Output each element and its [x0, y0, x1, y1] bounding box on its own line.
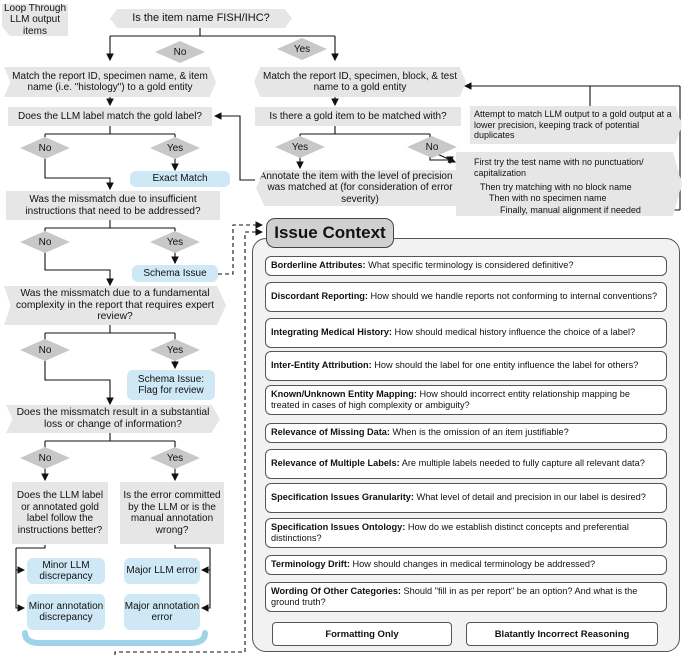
no-diamond-insufficient: No	[20, 231, 70, 253]
formatting-only-button[interactable]: Formatting Only	[272, 622, 452, 646]
yes-diamond-label: Yes	[150, 137, 200, 159]
issue-text: Are multiple labels needed to fully capt…	[399, 458, 645, 469]
issue-term: Terminology Drift:	[271, 559, 350, 570]
match-right-box: Match the report ID, specimen, block, & …	[254, 67, 466, 97]
issue-term: Wording Of Other Categories:	[271, 585, 401, 596]
step-3: Then with no specimen name	[489, 193, 607, 203]
no-diamond-gold: No	[407, 136, 457, 158]
issue-context-title: Issue Context	[266, 218, 394, 248]
issue-card: Known/Unknown Entity Mapping: How should…	[265, 385, 667, 415]
blatantly-incorrect-reasoning-button[interactable]: Blatantly Incorrect Reasoning	[466, 622, 658, 646]
yes-diamond-gold: Yes	[275, 136, 325, 158]
no-diamond-complexity: No	[20, 339, 70, 361]
issue-text: How do we establish distinct concepts an…	[271, 521, 629, 544]
yes-diamond-complexity: Yes	[150, 339, 200, 361]
issue-card: Inter-Entity Attribution: How should the…	[265, 351, 667, 381]
issue-card: Integrating Medical History: How should …	[265, 318, 667, 348]
issue-card: Relevance of Missing Data: When is the o…	[265, 423, 667, 443]
issue-term: Inter-Entity Attribution:	[271, 360, 372, 371]
annotate-box: Annotate the item with the level of prec…	[256, 170, 464, 206]
step-4: Finally, manual alignment if needed	[500, 205, 641, 215]
issue-term: Known/Unknown Entity Mapping:	[271, 388, 417, 399]
schema-flag-box: Schema Issue: Flag for review	[127, 370, 215, 400]
issue-card: Relevance of Multiple Labels: Are multip…	[265, 449, 667, 479]
minor-llm-box: Minor LLM discrepancy	[27, 558, 105, 584]
exact-match-box: Exact Match	[130, 171, 230, 187]
gold-item-question: Is there a gold item to be matched with?	[255, 107, 461, 126]
loop-box: Loop Through LLM output items	[2, 4, 68, 36]
issue-text: How should incorrect entity relationship…	[271, 388, 630, 411]
label-match-question: Does the LLM label match the gold label?	[8, 107, 212, 126]
issue-text: What level of detail and precision in ou…	[413, 492, 646, 503]
steps-box	[456, 152, 682, 216]
fish-question: Is the item name FISH/IHC?	[110, 9, 292, 28]
issue-card: Specification Issues Granularity: What l…	[265, 483, 667, 513]
yes-diamond-insufficient: Yes	[150, 231, 200, 253]
schema-issue-box: Schema Issue	[132, 265, 218, 282]
issue-card: Specification Issues Ontology: How do we…	[265, 518, 667, 548]
issue-text: How should medical history influence the…	[392, 327, 636, 338]
insufficient-question: Was the missmatch due to insufficient in…	[6, 191, 220, 220]
loss-question: Does the missmatch result in a substanti…	[6, 405, 220, 433]
no-diamond-loss: No	[20, 447, 70, 469]
no-diamond-fish: No	[155, 41, 205, 63]
issue-term: Specification Issues Granularity:	[271, 492, 414, 503]
issue-card: Discordant Reporting: How should we hand…	[265, 282, 667, 312]
issue-text: How should we handle reports not conform…	[367, 291, 658, 302]
issue-term: Relevance of Multiple Labels:	[271, 458, 400, 469]
issue-term: Integrating Medical History:	[271, 327, 392, 338]
issue-text: What specific terminology is considered …	[365, 260, 574, 271]
issue-term: Borderline Attributes:	[271, 260, 366, 271]
yes-diamond-fish: Yes	[277, 38, 327, 60]
loop-text: Loop Through LLM output items	[3, 2, 67, 37]
issue-term: Discordant Reporting:	[271, 291, 368, 302]
issue-term: Specification Issues Ontology:	[271, 521, 406, 532]
step-1: First try the test name with no punctuat…	[474, 157, 644, 178]
complexity-question: Was the missmatch due to a fundamental c…	[4, 286, 226, 325]
error-question: Is the error committed by the LLM or is …	[120, 482, 224, 544]
issue-text: How should changes in medical terminolog…	[349, 559, 596, 570]
yes-diamond-loss: Yes	[150, 447, 200, 469]
step-2: Then try matching with no block name	[480, 182, 632, 192]
issue-text: Should "fill in as per report" be an opt…	[271, 585, 638, 608]
issue-text: How should the label for one entity infl…	[371, 360, 639, 371]
issue-term: Relevance of Missing Data:	[271, 427, 390, 438]
major-annotation-box: Major annotation error	[124, 594, 200, 630]
issue-card: Terminology Drift: How should changes in…	[265, 555, 667, 575]
follow-question: Does the LLM label or annotated gold lab…	[12, 482, 108, 544]
minor-annotation-box: Minor annotation discrepancy	[27, 594, 105, 630]
issue-text: When is the omission of an item justifia…	[389, 427, 569, 438]
attempt-box: Attempt to match LLM output to a gold ou…	[470, 106, 682, 144]
issue-card: Wording Of Other Categories: Should "fil…	[265, 582, 667, 612]
issue-card: Borderline Attributes: What specific ter…	[265, 256, 667, 276]
no-diamond-label: No	[20, 137, 70, 159]
major-llm-box: Major LLM error	[124, 558, 200, 584]
match-left-box: Match the report ID, specimen name, & it…	[4, 67, 216, 97]
